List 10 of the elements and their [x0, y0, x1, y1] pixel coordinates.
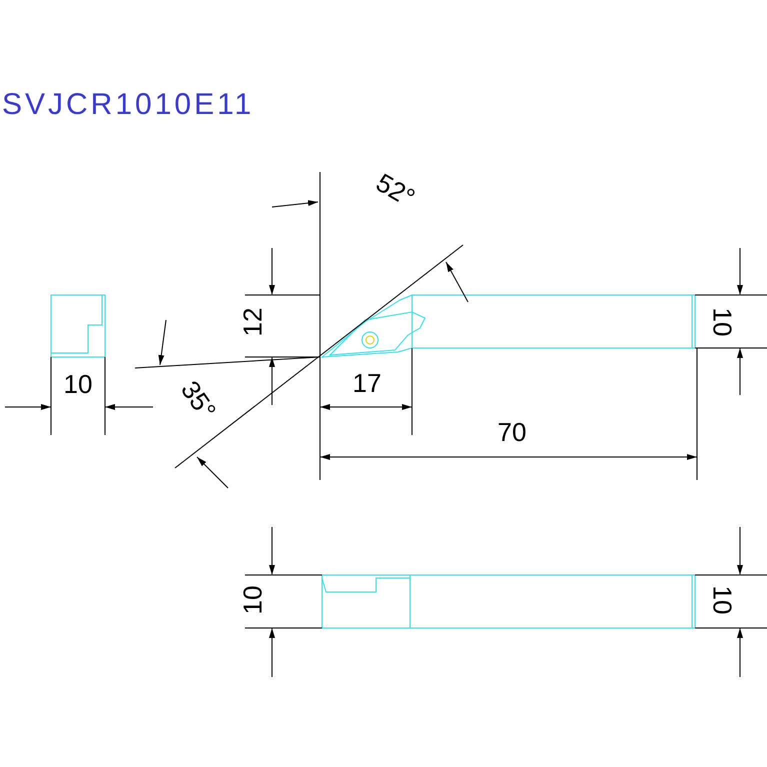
dimension-text: 70: [498, 419, 526, 445]
dimension-text: 10: [238, 586, 265, 614]
dimension-text: 35°: [176, 376, 220, 424]
drawing-title: SVJCR1010E11: [2, 88, 254, 122]
dimension-text: 10: [64, 371, 92, 397]
dimension-text: 52°: [372, 168, 419, 212]
dimension-text: 12: [238, 308, 265, 336]
dimension-text: 10: [708, 308, 735, 336]
dimension-text: 17: [352, 370, 382, 396]
dimension-text: 10: [708, 586, 735, 614]
